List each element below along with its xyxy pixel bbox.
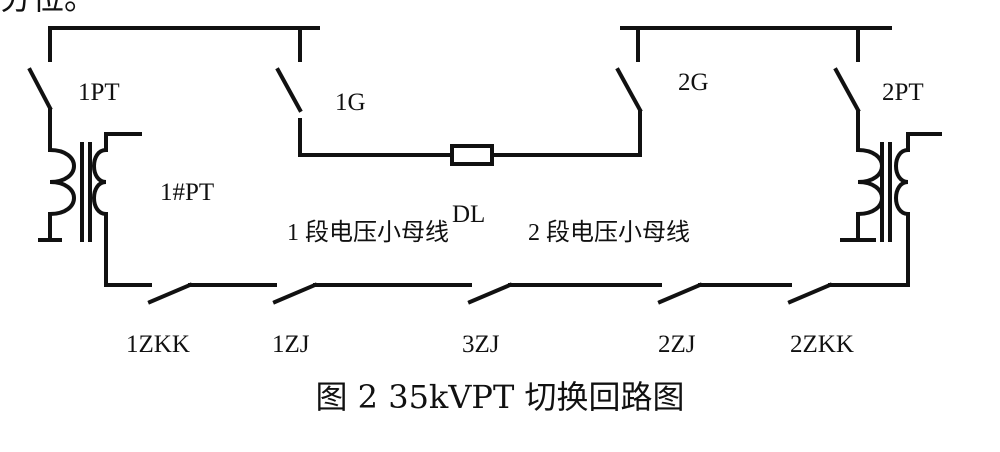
pt1-transformer-symbol — [38, 132, 142, 287]
label-2zkk: 2ZKK — [790, 331, 854, 358]
pt-switching-circuit-diagram: 1PT 1#PT 1G 2G 2PT DL 1 段电压小母线 2 段电压小母线 … — [27, 26, 942, 358]
label-bus1-voltage: 1 段电压小母线 — [287, 219, 449, 246]
label-1zj: 1ZJ — [272, 331, 310, 358]
label-2g: 2G — [678, 69, 709, 96]
label-1zkk: 1ZKK — [126, 331, 190, 358]
contact-3zj — [467, 282, 513, 305]
label-1pt: 1PT — [78, 79, 120, 106]
label-2pt: 2PT — [882, 79, 924, 106]
disconnector-2pt-blade — [833, 67, 861, 113]
label-3zj: 3ZJ — [462, 331, 500, 358]
figure-caption: 图 2 35kVPT 切换回路图 — [315, 378, 685, 416]
top-text-fragment: 分位。 — [0, 0, 96, 18]
label-1g: 1G — [335, 89, 366, 116]
pt2-transformer-symbol — [840, 132, 942, 287]
label-breaker-dl: DL — [452, 201, 485, 228]
label-1-pt-transformer: 1#PT — [160, 179, 214, 206]
disconnector-1pt-blade — [27, 67, 53, 111]
secondary-voltage-circuit — [104, 282, 910, 305]
disconnector-1g-blade — [275, 67, 303, 113]
breaker-dl-symbol — [450, 144, 494, 166]
label-bus2-voltage: 2 段电压小母线 — [528, 219, 690, 246]
disconnector-2g-blade — [615, 67, 643, 113]
contact-1zkk — [147, 282, 193, 305]
contact-2zj — [657, 282, 703, 305]
contact-1zj — [272, 282, 318, 305]
label-2zj: 2ZJ — [658, 331, 696, 358]
contact-2zkk — [787, 282, 833, 305]
